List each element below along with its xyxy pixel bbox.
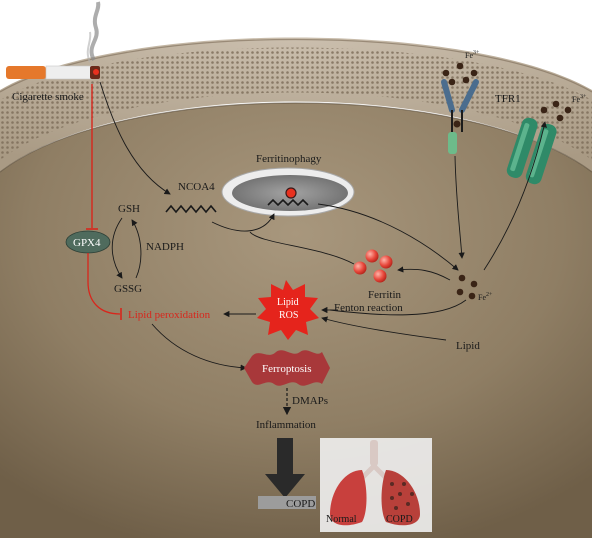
gsh-label: GSH: [118, 203, 140, 215]
ferritin-label: Ferritin: [368, 289, 401, 301]
fe2-fenton-line: [329, 299, 467, 316]
lung-normal-label: Normal: [326, 514, 357, 525]
lipid-ros-label-line1: Lipid: [277, 297, 299, 308]
ferritin-return-line: [249, 231, 355, 265]
fe2-to-ferritin-arrow: [397, 266, 451, 281]
lungs-icon: [320, 438, 432, 532]
fenton-reaction-label: Fenton reaction: [334, 302, 403, 314]
ferroptosis-label: Ferroptosis: [262, 363, 312, 375]
lipid-ros-label-line2: ROS: [279, 310, 298, 321]
lipid-peroxidation-label: Lipid peroxidation: [128, 309, 211, 321]
lipid-to-ros-arrow: [321, 316, 447, 341]
smoke-icon: [86, 1, 101, 63]
inflammation-label: Inflammation: [256, 419, 316, 431]
cell-membrane-dots: [0, 47, 592, 160]
big-down-arrow-icon: [265, 438, 305, 498]
gpx4-label: GPX4: [73, 237, 101, 249]
dmaps-label: DMAPs: [292, 395, 328, 407]
cigarette-icon: [6, 65, 100, 80]
ncoa4-zigzag-icon: [165, 204, 217, 214]
tfr1-receptor-icon: [441, 79, 479, 154]
ncoa4-to-autophagosome-arrow: [211, 213, 275, 232]
gssg-label: GSSG: [114, 283, 142, 295]
ferroptosis-badge: [244, 350, 330, 386]
lipid-ros-burst: [257, 280, 319, 340]
fe3-right-label: Fe3+: [572, 94, 587, 104]
fe3-right-iron-icon: [540, 100, 572, 122]
fe3-top-label: Fe3+: [465, 50, 480, 60]
tfr1-to-fe2-arrow: [454, 155, 465, 259]
lipid-peroxidation-to-ferroptosis-arrow: [151, 323, 247, 371]
lung-copd-label: COPD: [386, 514, 413, 525]
tfr1-label: TFR1: [495, 93, 521, 105]
gsh-to-gssg-arrow: [111, 217, 123, 279]
autophagosome-icon: [221, 167, 355, 217]
fe2-iron-icon: [456, 274, 478, 300]
fe2-label: Fe2+: [478, 292, 493, 302]
gssg-to-gsh-arrow: [131, 219, 142, 279]
ferritinophagy-label: Ferritinophagy: [256, 153, 322, 165]
cigarette-smoke-label: Cigarette smoke: [12, 91, 84, 103]
autophagosome-to-fe2-arrow: [317, 203, 459, 271]
fe2-to-channel-arrow: [483, 121, 547, 271]
cigarette-to-ncoa4-arrow: [99, 81, 171, 195]
nadph-label: NADPH: [146, 241, 184, 253]
fe3-top-iron-icon: [442, 62, 478, 86]
ncoa4-label: NCOA4: [178, 181, 215, 193]
gpx4-inhibits-lipid-peroxidation-line: [87, 253, 121, 315]
copd-bar-label: COPD: [286, 498, 315, 510]
lipid-label: Lipid: [456, 340, 480, 352]
copd-bar: [258, 496, 316, 509]
ferritin-icon: [353, 249, 393, 283]
ion-channel-icon: [506, 117, 557, 185]
